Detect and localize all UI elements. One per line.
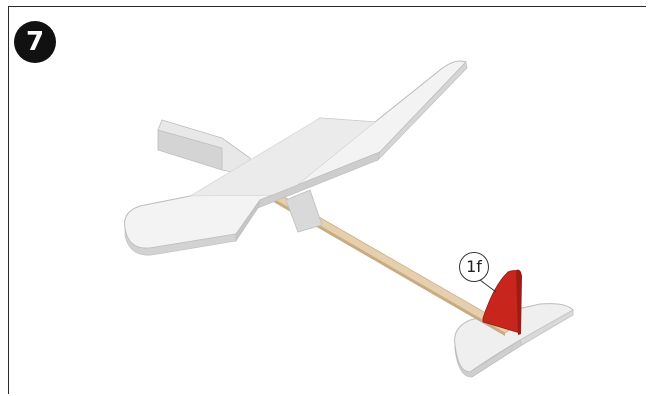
vertical-fin-1f — [482, 269, 522, 335]
part-callout-label: 1f — [459, 252, 489, 282]
main-wing — [124, 60, 468, 256]
step-number-badge: 7 — [14, 21, 56, 63]
callout-leader-line — [479, 279, 497, 293]
wing-mount-block — [157, 119, 323, 233]
